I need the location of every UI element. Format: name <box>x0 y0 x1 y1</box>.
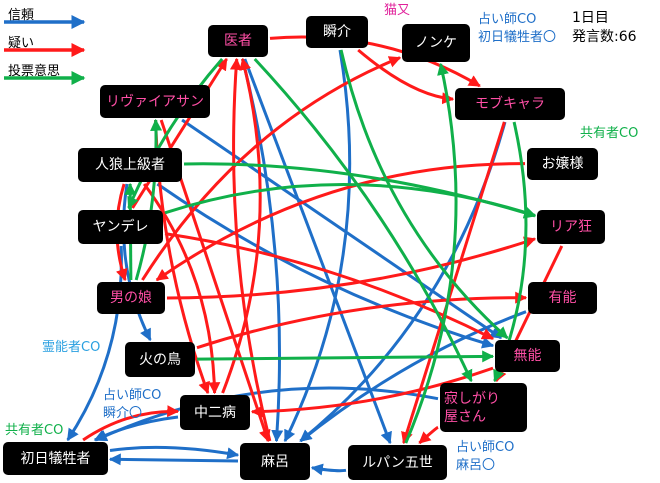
node-mob: モブキャラ <box>455 88 565 120</box>
node-isha: 医者 <box>208 25 268 57</box>
annotation-seer-co: 占い師CO <box>478 12 537 27</box>
node-nonke: ノンケ <box>402 24 470 62</box>
day-label: 1日目 <box>572 10 609 26</box>
node-chuni: 中二病 <box>180 395 250 430</box>
node-maro: 麻呂 <box>240 443 310 480</box>
node-ojou: お嬢様 <box>527 148 598 180</box>
node-lupin: ルパン五世 <box>348 445 447 480</box>
annotation-mason-co: 共有者CO <box>580 126 639 141</box>
node-shonichi: 初日犠牲者 <box>3 442 108 475</box>
message-count: 発言数:66 <box>572 29 637 45</box>
trust-arrow-yuno-to-maro <box>299 310 527 443</box>
node-levi: リヴァイアサン <box>100 85 210 118</box>
legend-trust-label: 信頼 <box>8 8 35 23</box>
annotation-seer-result: 瞬介〇 <box>103 406 143 421</box>
annotation-seer-result: 麻呂〇 <box>456 458 496 473</box>
node-riakyo: リア狂 <box>537 210 605 244</box>
doubt-arrow-sabishi-to-lupin <box>418 425 439 445</box>
annotation-mason-co: 共有者CO <box>5 423 64 438</box>
legend-vote-label: 投票意思 <box>8 64 61 79</box>
doubt-arrow-isha-to-mob <box>269 35 481 88</box>
vote-arrow-isha-to-yandere <box>127 58 224 210</box>
node-yandere: ヤンデレ <box>78 210 163 244</box>
node-hinotori: 火の鳥 <box>125 342 195 377</box>
trust-arrow-levi-to-muno <box>181 118 503 340</box>
annotation-medium-co: 霊能者CO <box>42 340 101 355</box>
node-otoko: 男の娘 <box>97 282 165 314</box>
node-sabishi: 寂しがり屋さん <box>440 383 527 432</box>
trust-arrow-chuni-to-shonichi <box>93 415 179 442</box>
trust-arrow-lupin-to-maro <box>310 463 347 476</box>
annotation-nekomata: 猫又 <box>384 3 411 18</box>
doubt-arrow-maro-to-isha <box>229 57 272 442</box>
trust-arrow-jinro-to-hinotori <box>122 183 152 342</box>
trust-arrow-maro-to-shonichi <box>108 453 239 466</box>
annotation-seer-co: 占い師CO <box>103 388 162 403</box>
legend-doubt-label: 疑い <box>8 36 35 51</box>
vote-arrow-yandere-to-riakyo <box>164 183 537 218</box>
trust-arrow-shonichi-to-maro <box>109 445 240 460</box>
vote-arrow-otoko-to-levi <box>134 118 163 281</box>
doubt-arrow-yandere-to-isha <box>131 57 228 209</box>
vote-arrow-isha-to-sabishi <box>253 57 473 383</box>
vote-arrow-shunsuke-to-muno <box>339 49 509 340</box>
doubt-arrow-yandere-to-muno <box>164 232 495 341</box>
doubt-arrow-otoko-to-riakyo <box>166 236 537 300</box>
node-jinro: 人狼上級者 <box>78 148 182 182</box>
vote-arrow-hinotori-to-muno <box>196 350 495 363</box>
trust-arrow-sabishi-to-shonichi <box>94 386 439 442</box>
doubt-arrow-shunsuke-to-mob <box>357 48 455 105</box>
doubt-arrow-hinotori-to-yuno <box>196 291 528 350</box>
annotation-seer-result: 初日犠牲者〇 <box>478 30 557 45</box>
doubt-arrow-jinro-to-chuni <box>142 183 221 395</box>
node-yuno: 有能 <box>528 282 597 314</box>
annotation-seer-co: 占い師CO <box>456 440 515 455</box>
doubt-arrow-shonichi-to-chuni <box>82 405 180 442</box>
trust-arrow-shunsuke-to-maro <box>283 49 352 443</box>
vote-arrow-lupin-to-nonke <box>404 62 458 444</box>
node-shunsuke: 瞬介 <box>306 16 368 48</box>
node-muno: 無能 <box>495 340 560 372</box>
doubt-arrow-ojou-to-otoko <box>155 162 526 282</box>
